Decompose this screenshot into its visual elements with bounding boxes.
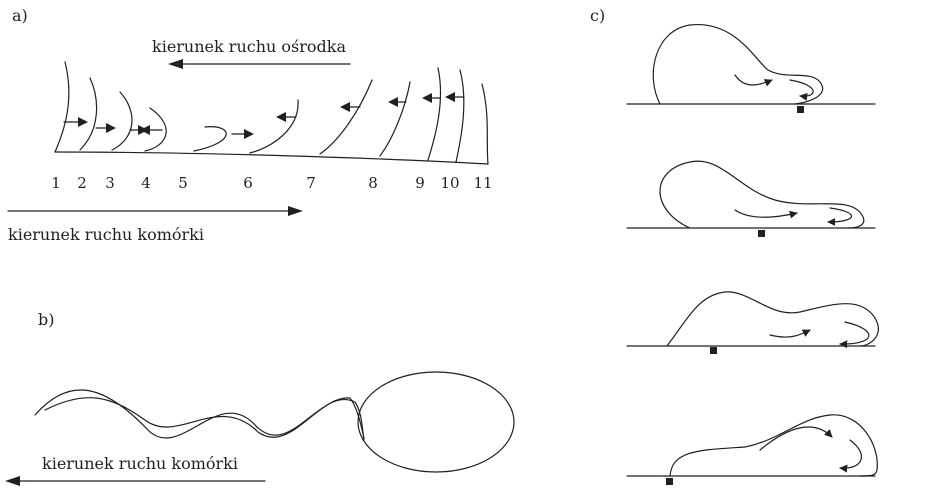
beat-stage-1 (54, 61, 88, 153)
crawling-stage-2 (626, 160, 876, 237)
anchor-point (710, 347, 717, 354)
medium-direction-arrowhead (168, 59, 183, 69)
beat-stage-7 (319, 79, 373, 155)
beat-stage-8 (379, 81, 411, 157)
flow-arrow (769, 329, 811, 338)
panel-c: c) (590, 6, 879, 485)
position-number: 5 (178, 174, 188, 192)
position-number: 4 (141, 174, 151, 192)
cell-direction-arrowhead-b (5, 476, 20, 486)
position-number: 6 (243, 174, 253, 192)
cell-outline (666, 291, 879, 347)
beat-stage-3 (111, 91, 148, 151)
panel-a: a) kierunek ruchu ośrodka (7, 6, 493, 244)
anchor-point (758, 230, 765, 237)
position-number: 3 (105, 174, 115, 192)
flow-arrow (734, 209, 798, 219)
cell-outline (669, 414, 878, 477)
flow-arrow (759, 426, 833, 451)
position-number: 11 (473, 174, 492, 192)
position-number: 8 (368, 174, 378, 192)
beat-stage-11 (481, 83, 489, 165)
beat-stage-10 (445, 69, 465, 163)
medium-direction-label: kierunek ruchu ośrodka (152, 37, 346, 56)
position-number: 9 (415, 174, 425, 192)
beat-baseline (54, 151, 489, 165)
crawling-stage-3 (626, 291, 879, 354)
cell-direction-label-a: kierunek ruchu komórki (8, 225, 204, 244)
flow-arrow (734, 74, 773, 87)
cell-direction-arrowhead-a (288, 206, 303, 216)
position-number: 10 (440, 174, 459, 192)
panel-b-label: b) (38, 310, 54, 329)
flow-arrow (839, 321, 870, 349)
panel-b: b) kierunek ruchu komórki (5, 310, 515, 486)
beat-stage-9 (422, 67, 442, 161)
cell-outline (652, 24, 824, 105)
beat-stage-5 (193, 126, 254, 152)
beat-stage-4 (140, 107, 167, 152)
beat-sequence (54, 61, 489, 165)
cell-body (357, 371, 515, 473)
position-number: 2 (77, 174, 87, 192)
anchor-point (666, 478, 673, 485)
position-number: 1 (51, 174, 61, 192)
beat-stage-2 (79, 77, 116, 151)
cell-outline (659, 160, 865, 229)
position-number: 7 (306, 174, 316, 192)
flagellum-wave-1 (34, 389, 365, 441)
flagellum-wave-2 (44, 397, 365, 439)
flow-arrow (827, 207, 852, 226)
crawling-stage-1 (626, 24, 876, 113)
cell-direction-label-b: kierunek ruchu komórki (42, 454, 238, 473)
beat-stage-6 (249, 99, 299, 154)
flow-arrow (839, 439, 862, 473)
position-numbers: 1 2 3 4 5 6 7 8 9 10 11 (51, 174, 492, 192)
crawling-stage-4 (626, 414, 878, 485)
panel-a-label: a) (12, 6, 28, 25)
anchor-point (797, 106, 804, 113)
panel-c-label: c) (590, 6, 605, 25)
flow-arrow (789, 79, 814, 101)
